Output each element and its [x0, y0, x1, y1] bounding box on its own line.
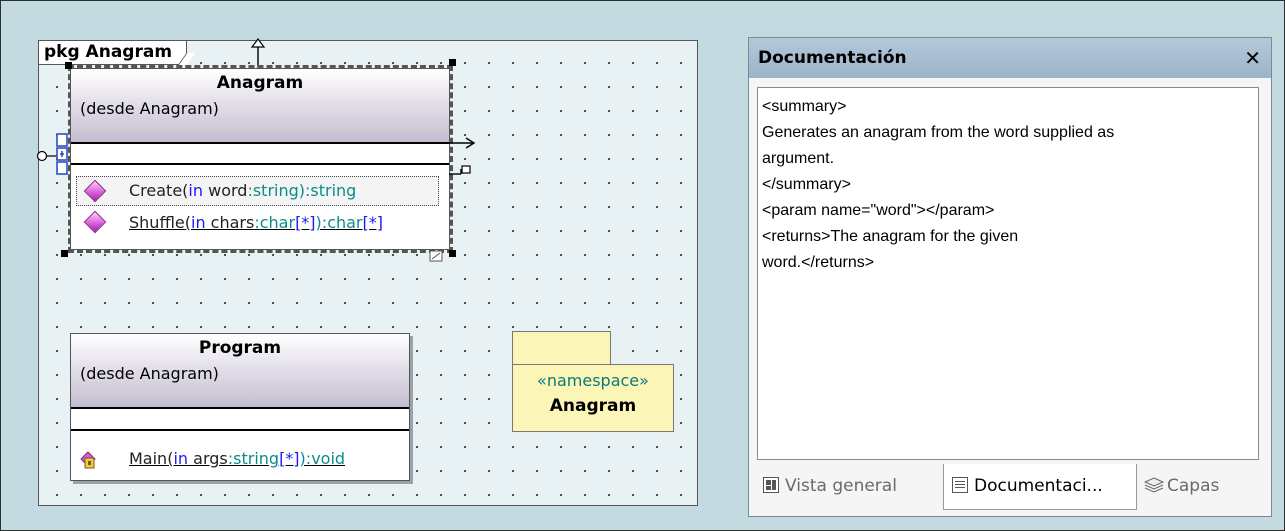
tab-documentacion-label: Documentaci... — [974, 476, 1103, 496]
operation-create[interactable]: Create(in word:string):string — [129, 181, 357, 200]
operations-compartment[interactable] — [71, 429, 409, 480]
class-program-name[interactable]: Program — [198, 338, 282, 358]
panel-tabs: Vista general Documentaci... Capas — [757, 464, 1263, 510]
namespace-stereotype: «namespace» — [537, 371, 649, 390]
overview-icon — [763, 477, 779, 493]
doc-line: </summary> — [762, 176, 851, 193]
selection-outline — [68, 65, 453, 253]
attributes-compartment[interactable] — [71, 142, 449, 163]
namespace-package[interactable]: «namespace» Anagram — [512, 364, 674, 432]
tab-capas-label: Capas — [1167, 476, 1220, 496]
class-program-origin: (desde Anagram) — [80, 364, 219, 383]
static-operation-icon — [80, 451, 96, 469]
doc-line: word.</returns> — [762, 254, 875, 271]
tab-vista-general-label: Vista general — [785, 476, 897, 496]
attributes-compartment[interactable] — [71, 407, 409, 429]
class-anagram[interactable]: Anagram (desde Anagram) — [70, 68, 450, 250]
tab-vista-general[interactable]: Vista general — [763, 464, 897, 508]
operation-row-selected[interactable] — [76, 176, 439, 206]
close-icon[interactable]: ✕ — [1244, 46, 1261, 70]
class-anagram-header: Anagram (desde Anagram) — [71, 69, 449, 142]
association-handles[interactable] — [449, 133, 483, 183]
operations-compartment[interactable] — [71, 163, 449, 249]
tab-documentacion[interactable]: Documentaci... — [943, 464, 1137, 510]
doc-line: <param name="word"></param> — [762, 202, 995, 219]
class-program[interactable]: Program (desde Anagram) — [70, 333, 410, 481]
class-anagram-origin: (desde Anagram) — [80, 99, 219, 118]
resize-handle-sw[interactable] — [61, 250, 68, 257]
doc-line: argument. — [762, 150, 835, 167]
documentation-panel: Documentación ✕ <summary> Generates an a… — [748, 37, 1272, 517]
doc-line: Generates an anagram from the word suppl… — [762, 124, 1115, 141]
doc-line: <summary> — [762, 98, 847, 115]
class-anagram-name[interactable]: Anagram — [216, 73, 304, 93]
resize-handle-se[interactable] — [449, 250, 456, 257]
namespace-package-tab[interactable] — [512, 331, 611, 365]
class-program-header: Program (desde Anagram) — [71, 334, 409, 407]
quick-connect-handles[interactable] — [35, 131, 71, 175]
documentation-icon — [952, 477, 968, 493]
documentation-textarea[interactable]: <summary> Generates an anagram from the … — [757, 87, 1259, 460]
resize-handle-ne[interactable] — [449, 59, 456, 66]
tab-capas[interactable]: Capas — [1143, 464, 1219, 508]
layers-icon — [1143, 477, 1165, 493]
resize-handle-nw[interactable] — [65, 62, 72, 69]
package-tab[interactable]: pkg Anagram — [39, 41, 188, 65]
operation-shuffle[interactable]: Shuffle(in chars:char[*]):char[*] — [129, 213, 383, 232]
doc-line: <returns>The anagram for the given — [762, 228, 1019, 245]
namespace-name: Anagram — [549, 396, 637, 416]
documentation-title: Documentación — [749, 38, 1271, 78]
resize-grip-icon[interactable] — [429, 250, 445, 262]
operation-main[interactable]: Main(in args:string[*]):void — [129, 449, 346, 468]
